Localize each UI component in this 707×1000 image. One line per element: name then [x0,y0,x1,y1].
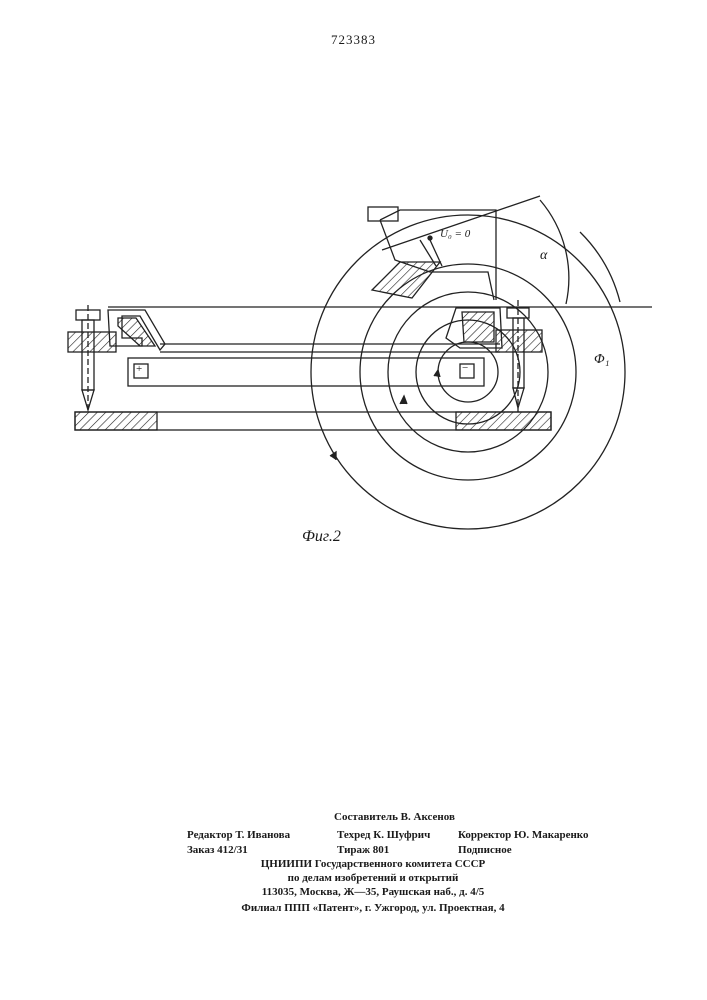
right-block [496,330,542,352]
imprint-editor: Редактор Т. Иванова [187,829,290,841]
imprint-corrector: Корректор Ю. Макаренко [458,829,588,841]
phi-arc [580,232,620,302]
imprint-branch: Филиал ППП «Патент», г. Ужгород, ул. Про… [187,902,559,914]
alpha-label: α [540,248,547,264]
electrode-rail [128,358,484,386]
sample-hatch [462,312,494,342]
left-block [68,332,116,352]
minus-symbol: − [462,362,468,374]
base-plate-left-hatch [75,412,157,430]
figure-caption: Фиг.2 [302,528,341,546]
probe-head [372,262,440,298]
imprint-address: 113035, Москва, Ж—35, Раушская наб., д. … [187,886,559,898]
probe-terminal [428,236,432,240]
imprint-order: Заказ 412/31 [187,844,248,856]
imprint-techred: Техред К. Шуфрич [337,829,430,841]
imprint-circulation: Тираж 801 [337,844,389,856]
imprint-compiler: Составитель В. Аксенов [334,811,455,823]
voltage-label: U₀ = 0 [440,228,470,240]
imprint-org-line1: ЦНИИПИ Государственного комитета СССР [187,858,559,870]
base-plate-right-hatch [456,412,551,430]
plus-symbol: + [136,363,142,375]
arrow-3 [434,370,440,377]
arrow-1 [400,396,407,404]
imprint-subscription: Подписное [458,844,512,856]
phi-label: Φ₁ [594,352,610,368]
imprint-org-line2: по делам изобретений и открытий [187,872,559,884]
